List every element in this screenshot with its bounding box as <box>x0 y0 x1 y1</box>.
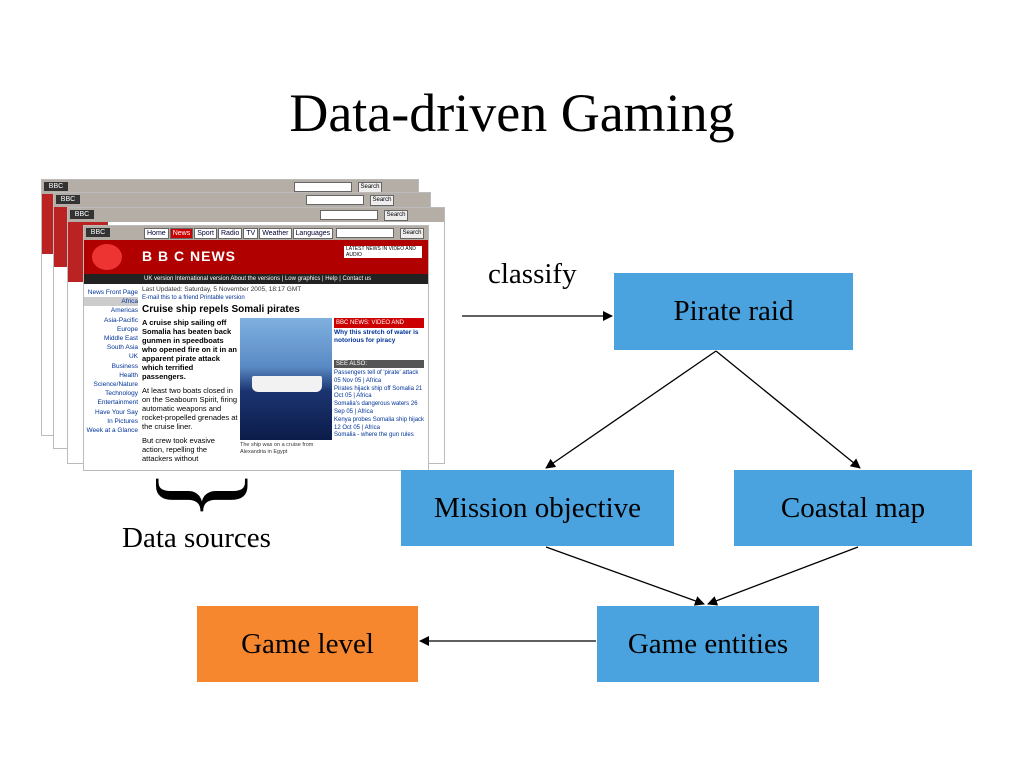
search-input[interactable] <box>320 210 378 220</box>
nav-tv[interactable]: TV <box>243 228 259 239</box>
data-sources-label: Data sources <box>122 522 271 554</box>
search-button[interactable]: Search <box>384 210 408 221</box>
left-nav-item[interactable]: Middle East <box>104 335 138 343</box>
node-mission-objective[interactable]: Mission objective <box>401 470 674 546</box>
video-audio-header: BBC NEWS: VIDEO AND AUDIO <box>334 318 424 336</box>
bbc-nav: Home News Sport Radio TV Weather Languag… <box>144 228 334 239</box>
nav-languages[interactable]: Languages <box>292 228 334 239</box>
nav-sport[interactable]: Sport <box>194 228 217 239</box>
bbc-news-header: B B C NEWS LATEST NEWS IN VIDEO AND AUDI… <box>84 240 428 274</box>
story-tools[interactable]: E-mail this to a friend Printable versio… <box>142 295 245 301</box>
node-coastal-map[interactable]: Coastal map <box>734 470 972 546</box>
left-nav-item[interactable]: In Pictures <box>107 417 138 425</box>
bbc-small-logo: BBC <box>70 210 94 219</box>
arrow-raid-to-map <box>715 350 861 469</box>
search-button[interactable]: Search <box>370 195 394 206</box>
see-also-item[interactable]: Kenya probes Somalia ship hijack 12 Oct … <box>334 416 425 431</box>
left-nav-item[interactable]: Science/Nature <box>93 381 138 389</box>
left-nav-item[interactable]: Entertainment <box>97 399 138 407</box>
left-nav-item[interactable]: UK <box>128 353 138 361</box>
node-game-entities[interactable]: Game entities <box>597 606 819 682</box>
bbc-topbar: BBC Search <box>68 208 444 222</box>
nav-news[interactable]: News <box>169 228 194 239</box>
story-body: A cruise ship sailing off Somalia has be… <box>142 318 238 463</box>
see-also-item[interactable]: Somalia - where the gun rules <box>334 432 414 439</box>
nav-radio[interactable]: Radio <box>217 228 243 239</box>
see-also-item[interactable]: Somalia's dangerous waters 26 Sep 05 | A… <box>334 401 418 415</box>
search-button[interactable]: Search <box>358 182 382 193</box>
classify-label: classify <box>488 258 577 290</box>
left-nav-item[interactable]: Have Your Say <box>94 408 138 416</box>
bbc-small-logo: BBC <box>44 182 68 191</box>
version-bar[interactable]: UK version International version About t… <box>84 274 428 284</box>
left-nav-item[interactable]: South Asia <box>106 344 138 352</box>
bbc-front-page: BBC Home News Sport Radio TV Weather Lan… <box>84 226 428 470</box>
globe-icon <box>92 244 122 270</box>
left-nav-item[interactable]: Business <box>111 362 138 370</box>
photo-caption: The ship was on a cruise from Alexandria… <box>240 442 314 455</box>
left-nav-item[interactable]: Technology <box>105 390 138 398</box>
search-input[interactable] <box>294 182 352 192</box>
video-link[interactable]: Why this stretch of water is notorious f… <box>334 329 419 344</box>
left-nav-item[interactable]: Europe <box>117 325 138 333</box>
latest-news-link[interactable]: LATEST NEWS IN VIDEO AND AUDIO <box>344 246 422 258</box>
search-input[interactable] <box>336 228 394 238</box>
arrow-map-to-entities <box>707 546 859 606</box>
left-nav-item[interactable]: Americas <box>110 307 138 315</box>
story-paragraph: But crew took evasive action, repelling … <box>142 436 215 463</box>
bbc-news-logo[interactable]: B B C NEWS <box>142 248 236 264</box>
see-also-item[interactable]: Pirates hijack ship off Somalia 21 Oct 0… <box>334 385 423 400</box>
story-headline: Cruise ship repels Somali pirates <box>142 304 300 315</box>
ship-shape <box>252 376 322 392</box>
arrow-raid-to-mission <box>545 350 717 469</box>
left-nav-item[interactable]: News Front Page <box>87 289 138 296</box>
bbc-small-logo: BBC <box>56 195 80 204</box>
see-also-header: SEE ALSO: <box>334 360 424 368</box>
left-nav-item[interactable]: Africa <box>84 297 138 307</box>
left-nav-item[interactable]: Week at a Glance <box>86 427 138 435</box>
search-button[interactable]: Search <box>400 228 424 239</box>
bbc-left-nav: News Front Page Africa Americas Asia-Pac… <box>84 288 138 435</box>
search-input[interactable] <box>306 195 364 205</box>
slide-title: Data-driven Gaming <box>289 83 735 143</box>
left-nav-item[interactable]: Asia-Pacific <box>104 316 138 324</box>
node-pirate-raid[interactable]: Pirate raid <box>614 273 853 350</box>
nav-home[interactable]: Home <box>144 228 169 239</box>
bbc-topbar: BBC Home News Sport Radio TV Weather Lan… <box>84 226 428 240</box>
story-paragraph: At least two boats closed in on the Seab… <box>142 386 238 431</box>
node-game-level[interactable]: Game level <box>197 606 418 682</box>
story-paragraph: A cruise ship sailing off Somalia has be… <box>142 318 237 381</box>
bbc-topbar: BBC Search <box>54 193 430 207</box>
arrow-mission-to-entities <box>545 546 705 606</box>
last-updated: Last Updated: Saturday, 5 November 2005,… <box>142 286 302 293</box>
nav-weather[interactable]: Weather <box>259 228 292 239</box>
bbc-topbar: BBC Search <box>42 180 418 194</box>
see-also-item[interactable]: Passengers tell of 'pirate' attack 05 No… <box>334 370 419 384</box>
bbc-small-logo: BBC <box>86 228 110 237</box>
left-nav-item[interactable]: Health <box>119 371 138 379</box>
see-also-list: Passengers tell of 'pirate' attack 05 No… <box>334 370 426 440</box>
